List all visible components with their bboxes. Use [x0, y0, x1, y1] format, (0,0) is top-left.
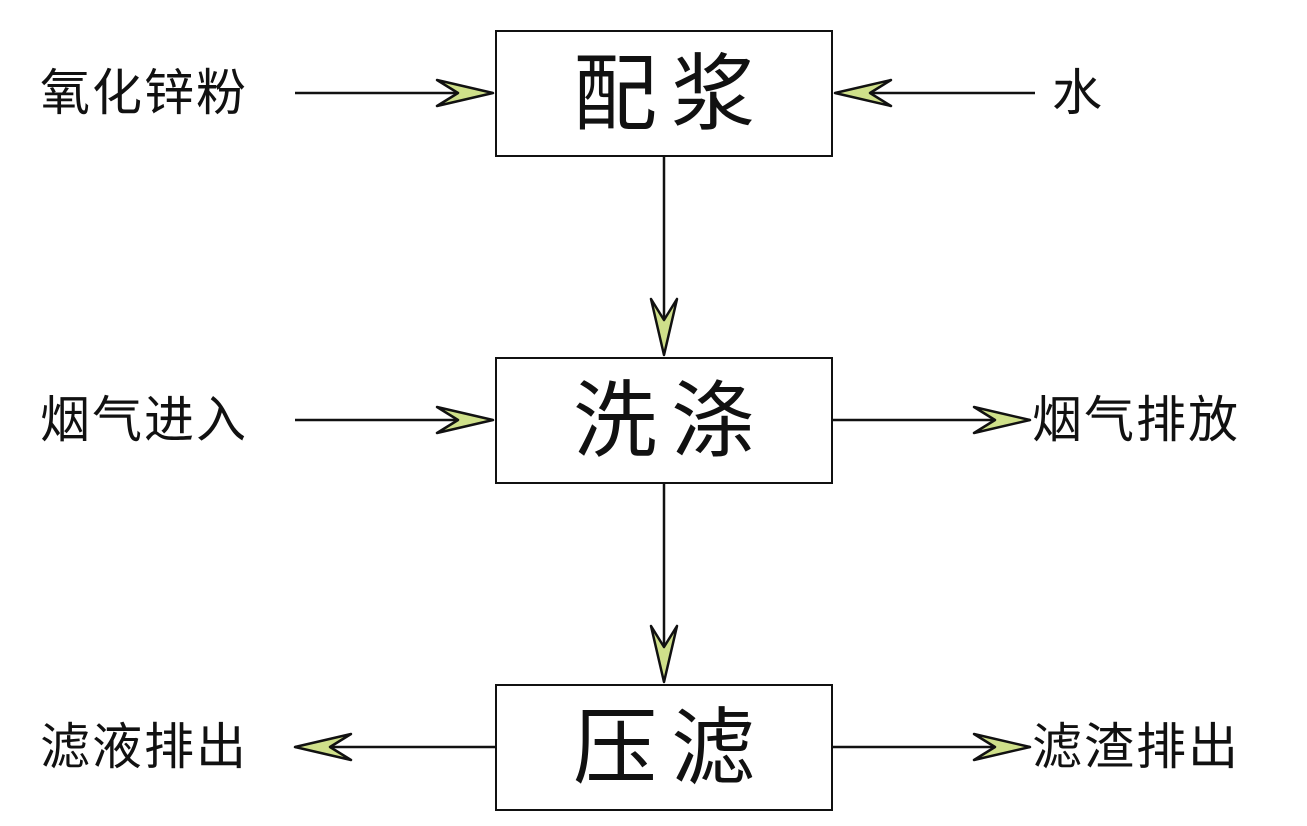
arrowhead-wash-to-press — [649, 624, 679, 684]
arrowhead-zinc-to-mix — [435, 78, 495, 108]
node-slurry-mixing-label: 配浆 — [572, 44, 769, 143]
output-flue-gas-label: 烟气排放 — [1032, 391, 1240, 449]
node-filter-press: 压滤 — [495, 684, 833, 811]
node-washing: 洗涤 — [495, 357, 833, 484]
node-filter-press-label: 压滤 — [572, 698, 769, 797]
arrowhead-gas-to-wash — [435, 405, 495, 435]
output-filtrate-label: 滤液排出 — [40, 718, 248, 776]
node-slurry-mixing: 配浆 — [495, 30, 833, 157]
arrowhead-mix-to-wash — [649, 297, 679, 357]
input-zinc-oxide-label: 氧化锌粉 — [40, 64, 248, 122]
input-flue-gas-label: 烟气进入 — [40, 391, 248, 449]
arrowhead-press-to-filtrate — [293, 732, 353, 762]
output-residue-label: 滤渣排出 — [1032, 718, 1240, 776]
arrowhead-water-to-mix — [833, 78, 893, 108]
arrowhead-wash-to-gas-out — [972, 405, 1032, 435]
arrowhead-press-to-residue — [972, 732, 1032, 762]
input-water-label: 水 — [1052, 64, 1104, 122]
node-washing-label: 洗涤 — [572, 371, 769, 470]
